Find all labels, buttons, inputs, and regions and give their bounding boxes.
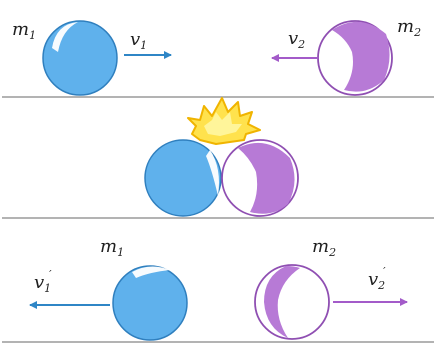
ball-m2	[317, 20, 393, 96]
ball-m1	[42, 20, 118, 96]
mass-label-m1: m1	[12, 19, 36, 42]
velocity-label-v1: v1	[130, 29, 147, 52]
velocity-label-v2: v2	[288, 28, 305, 51]
mass-label-m2-after: m2	[312, 236, 336, 259]
panel-after: m1 v1′ m2 v2′	[2, 236, 434, 343]
mass-label-m2: m2	[397, 16, 421, 39]
ball-m1-collision	[144, 139, 222, 217]
panel-before: m1 v1 m2 v2	[2, 16, 434, 98]
velocity-label-v2-prime: v2′	[368, 265, 386, 292]
impact-burst	[187, 97, 261, 145]
mass-label-m1-after: m1	[100, 236, 124, 259]
ball-m1-after	[112, 265, 188, 341]
velocity-label-v1-prime: v1′	[34, 268, 52, 295]
ball-m2-after	[254, 264, 330, 340]
panel-collision	[2, 97, 434, 219]
ball-m2-collision	[221, 139, 299, 217]
